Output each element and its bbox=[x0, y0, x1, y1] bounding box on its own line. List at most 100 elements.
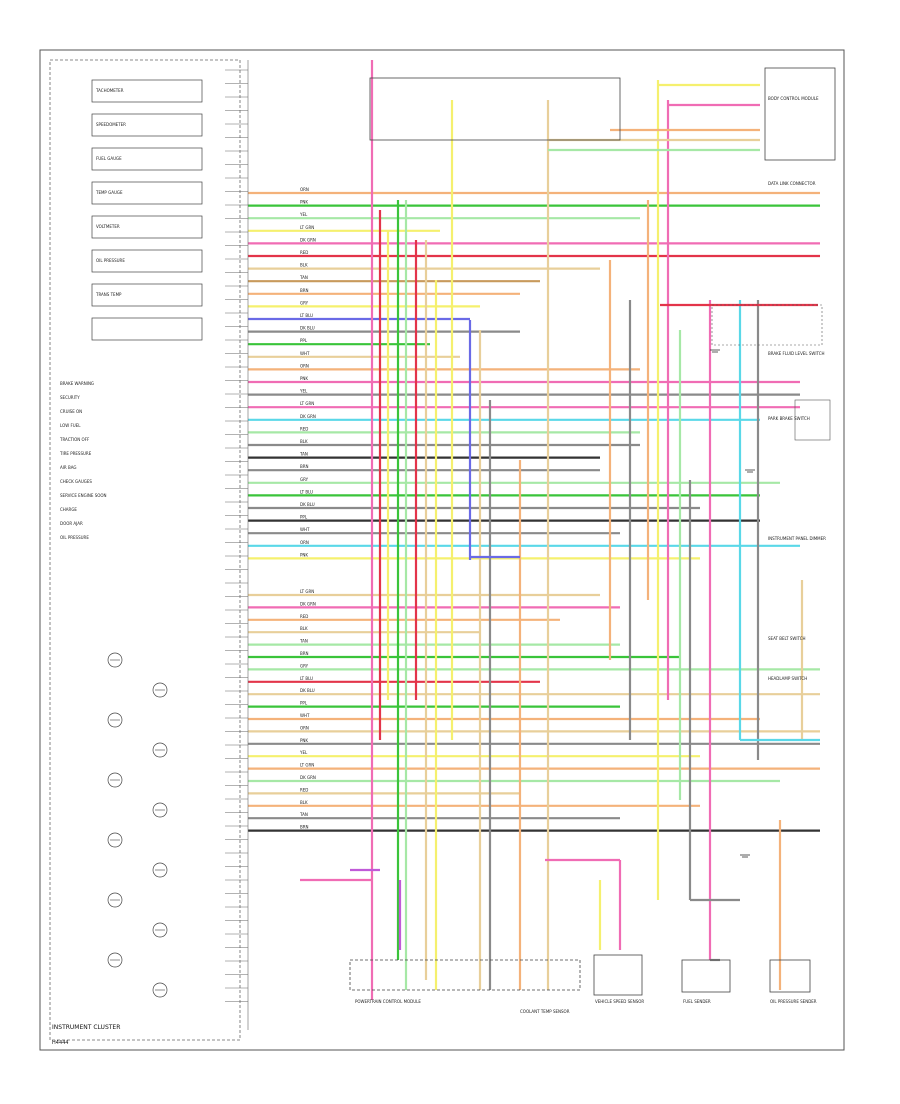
wire-label-12: PPL bbox=[300, 338, 308, 343]
bottom-component-label-0: POWERTRAIN CONTROL MODULE bbox=[355, 999, 421, 1004]
wire-label-lower-19: BRN bbox=[300, 825, 309, 830]
wire-label-8: BRN bbox=[300, 288, 309, 293]
wire-label-lower-15: DK GRN bbox=[300, 775, 316, 780]
instrument-cluster-box bbox=[49, 59, 241, 1041]
gauge-label-3: TEMP GAUGE bbox=[95, 190, 123, 195]
wire-label-28: ORN bbox=[300, 540, 309, 545]
cluster-bulb-3 bbox=[152, 742, 168, 758]
wire-label-25: DK BLU bbox=[300, 502, 315, 507]
top-right-module-box bbox=[764, 67, 836, 161]
wire-label-0: ORN bbox=[300, 187, 309, 192]
cluster-bulb-4 bbox=[107, 772, 123, 788]
cluster-module-label-11: OIL PRESSURE bbox=[60, 535, 89, 540]
cluster-bulb-10 bbox=[107, 952, 123, 968]
cluster-bulb-9 bbox=[152, 922, 168, 938]
wire-label-20: BLK bbox=[300, 439, 308, 444]
wire-label-lower-3: BLK bbox=[300, 626, 308, 631]
cluster-lamp-box-6 bbox=[91, 283, 203, 307]
wire-label-27: WHT bbox=[300, 527, 310, 532]
cluster-module-label-2: CRUISE ON bbox=[60, 409, 82, 414]
symbol-group: ORN PNK YEL LT GRN DK GRN RED BLK TAN BRN GRY LT B… bbox=[59, 60, 826, 1030]
right-component-label-0: BODY CONTROL MODULE bbox=[768, 96, 819, 101]
wire-label-lower-5: BRN bbox=[300, 651, 309, 656]
wire-label-1: PNK bbox=[300, 200, 308, 205]
wire-label-5: RED bbox=[300, 250, 308, 255]
cluster-module-label-5: TIRE PRESSURE bbox=[59, 451, 92, 456]
wire-label-lower-11: ORN bbox=[300, 725, 309, 730]
right-component-label-5: SEAT BELT SWITCH bbox=[768, 636, 806, 641]
wire-label-lower-6: GRY bbox=[300, 663, 309, 668]
wire-label-29: PNK bbox=[300, 552, 308, 557]
cluster-bulb-6 bbox=[107, 832, 123, 848]
wire-label-16: YEL bbox=[299, 389, 308, 394]
component-group bbox=[91, 67, 836, 996]
wire-label-lower-12: PNK bbox=[300, 738, 308, 743]
top-connector-box bbox=[369, 77, 621, 141]
bottom-component-label-2: FUEL SENDER bbox=[683, 999, 711, 1004]
wire-label-lower-7: LT BLU bbox=[300, 676, 313, 681]
bottom-component-label-1: VEHICLE SPEED SENSOR bbox=[595, 999, 644, 1004]
cluster-module-label-8: SERVICE ENGINE SOON bbox=[60, 493, 107, 498]
wire-label-2: YEL bbox=[299, 212, 308, 217]
cluster-bulb-5 bbox=[152, 802, 168, 818]
wire-label-lower-13: YEL bbox=[299, 750, 308, 755]
sensor-box bbox=[769, 959, 811, 993]
wire-label-9: GRY bbox=[300, 300, 309, 305]
pcm-box bbox=[349, 959, 581, 991]
cluster-module-label-7: CHECK GAUGES bbox=[60, 479, 92, 484]
wire-label-18: DK GRN bbox=[300, 414, 316, 419]
cluster-lamp-box-3 bbox=[91, 181, 203, 205]
gauge-label-2: FUEL GAUGE bbox=[96, 156, 122, 161]
gauge-label-1: SPEEDOMETER bbox=[96, 122, 126, 127]
wire-label-15: PNK bbox=[300, 376, 308, 381]
wire-label-lower-10: WHT bbox=[300, 713, 310, 718]
wire-label-23: GRY bbox=[300, 477, 309, 482]
right-component-label-2: BRAKE FLUID LEVEL SWITCH bbox=[768, 351, 825, 356]
cluster-bulb-1 bbox=[152, 682, 168, 698]
cluster-lamp-box-4 bbox=[91, 215, 203, 239]
wire-label-22: BRN bbox=[300, 464, 309, 469]
cluster-lamp-box-7 bbox=[91, 317, 203, 341]
vss-box bbox=[593, 954, 643, 996]
cluster-bulb-2 bbox=[107, 712, 123, 728]
wire-label-lower-1: DK GRN bbox=[300, 601, 316, 606]
wire-label-lower-16: RED bbox=[300, 787, 308, 792]
bottom-left-label: INSTRUMENT CLUSTER bbox=[52, 1024, 121, 1031]
wire-label-lower-18: TAN bbox=[299, 812, 308, 817]
cluster-module-label-1: SECURITY bbox=[60, 395, 80, 400]
wire-label-lower-9: PPL bbox=[300, 701, 308, 706]
gauge-label-0: TACHOMETER bbox=[95, 88, 124, 93]
wire-label-14: ORN bbox=[300, 363, 309, 368]
right-switch-box bbox=[711, 304, 823, 346]
gauge-label-6: TRANS TEMP bbox=[95, 292, 122, 297]
wire-label-26: PPL bbox=[300, 515, 308, 520]
wire-label-lower-2: RED bbox=[300, 614, 308, 619]
wire-label-lower-14: LT GRN bbox=[300, 763, 314, 768]
right-component-label-6: HEADLAMP SWITCH bbox=[768, 676, 807, 681]
cluster-module-label-10: DOOR AJAR bbox=[60, 521, 83, 526]
sender-box bbox=[681, 959, 731, 993]
wire-label-7: TAN bbox=[299, 275, 308, 280]
wire-label-lower-0: LT GRN bbox=[300, 589, 314, 594]
right-relay-box bbox=[794, 399, 831, 441]
cluster-bulb-11 bbox=[152, 982, 168, 998]
wire-label-lower-17: BLK bbox=[300, 800, 308, 805]
wire-label-11: DK BLU bbox=[300, 326, 315, 331]
diagram-frame bbox=[39, 49, 845, 1051]
cluster-lamp-box-2 bbox=[91, 147, 203, 171]
wire-label-6: BLK bbox=[300, 263, 308, 268]
wire-label-19: RED bbox=[300, 426, 308, 431]
wire-label-21: TAN bbox=[299, 452, 308, 457]
wire-label-lower-4: TAN bbox=[299, 639, 308, 644]
cluster-lamp-box-5 bbox=[91, 249, 203, 273]
cluster-bulb-7 bbox=[152, 862, 168, 878]
wire-label-10: LT BLU bbox=[300, 313, 313, 318]
wire-label-13: WHT bbox=[300, 351, 310, 356]
cluster-module-label-0: BRAKE WARNING bbox=[60, 381, 94, 386]
cluster-module-label-3: LOW FUEL bbox=[60, 423, 81, 428]
wire-label-3: LT GRN bbox=[300, 225, 314, 230]
cluster-lamp-box-1 bbox=[91, 113, 203, 137]
page-tag: H4444 bbox=[52, 1040, 69, 1046]
